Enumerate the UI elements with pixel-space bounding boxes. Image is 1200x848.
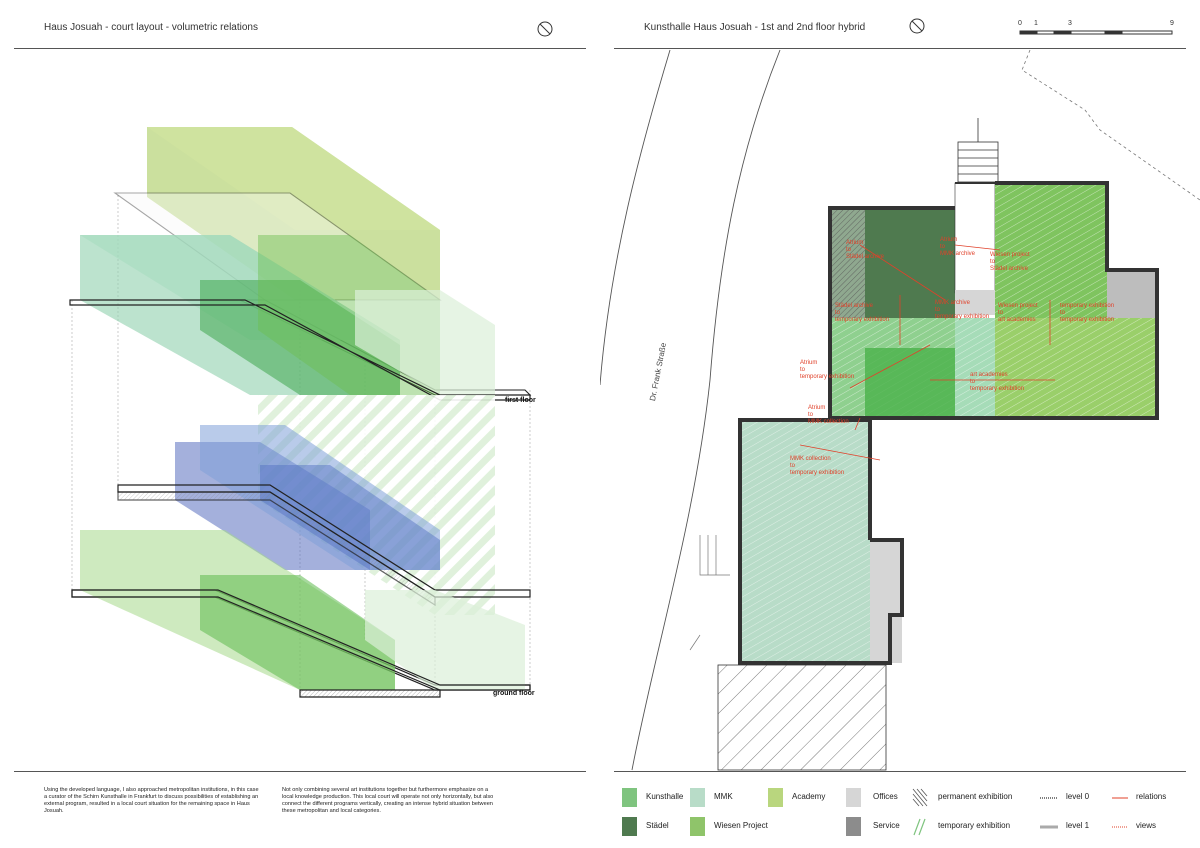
legend-swatch (690, 817, 705, 836)
right-footer-rule (614, 771, 1186, 772)
legend-label: Offices (873, 792, 898, 801)
temporary-hatch-icon (913, 818, 926, 836)
site-boundary (1021, 49, 1200, 201)
room-offices-right (1107, 270, 1157, 320)
offices-volume (355, 290, 495, 395)
legend-label: Academy (792, 792, 826, 801)
legend-label: views (1136, 821, 1157, 830)
scale-label-3: 3 (1068, 20, 1072, 27)
relation-label: Atrium to MMK archive (940, 237, 976, 257)
relation-label: Atrium to Städel archive (846, 240, 885, 260)
floor-plan (600, 18, 1200, 771)
legend-label: permanent exhibition (938, 792, 1013, 801)
north-arrow-icon-left (537, 21, 553, 37)
north-arrow-icon-right (909, 18, 925, 34)
right-title: Kunsthalle Haus Josuah - 1st and 2nd flo… (644, 22, 866, 33)
relation-label: Atrium to temporary exhibition (800, 360, 855, 380)
entrance-stair (689, 535, 730, 651)
scale-bar (1019, 30, 1173, 35)
right-panel: Kunsthalle Haus Josuah - 1st and 2nd flo… (600, 0, 1200, 848)
left-description-2: Not only combining several art instituti… (282, 787, 494, 814)
left-description-1: Using the developed language, I also app… (44, 787, 259, 814)
legend-label: level 0 (1066, 792, 1090, 801)
views-line-icon (1112, 826, 1128, 828)
room-service-small (955, 290, 995, 315)
left-title: Haus Josuah - court layout - volumetric … (44, 22, 258, 33)
first-floor-outline (69, 299, 531, 401)
legend-swatch (622, 817, 637, 836)
legend-swatch (622, 788, 637, 807)
scale-label-1: 1 (1034, 20, 1038, 27)
stair-top (957, 118, 999, 183)
legend-label: level 1 (1066, 821, 1090, 830)
permanent-hatch-icon (912, 788, 928, 807)
relation-label: Wiesen project to art academies (998, 303, 1038, 323)
left-panel: Haus Josuah - court layout - volumetric … (14, 21, 586, 814)
relation-label: art academies to temporary exhibition (970, 372, 1025, 392)
left-header-rule (14, 48, 586, 49)
legend-label: temporary exhibition (938, 821, 1011, 830)
staedel-volumes (175, 425, 440, 570)
ground-floor-label: ground floor (493, 690, 535, 697)
ground-floor-outline (71, 589, 531, 698)
relation-lines (799, 244, 1055, 461)
relations-line-icon (1112, 797, 1128, 799)
relation-label: MMK archive to temporary exhibition (935, 300, 990, 320)
right-header-rule (614, 48, 1186, 49)
legend-swatch (846, 817, 861, 836)
level-0-line-icon (1040, 797, 1058, 799)
legend-label: Kunsthalle (646, 792, 684, 801)
relation-label: temporary exhibition to temporary exhibi… (1060, 303, 1115, 323)
legend-label: Wiesen Project (714, 821, 768, 830)
academy-volume-top (147, 127, 440, 300)
relation-label: MMK collection to temporary exhibition (790, 456, 845, 476)
building-walls (738, 181, 1159, 665)
scale-label-9: 9 (1170, 20, 1174, 27)
legend-label: Service (873, 821, 900, 830)
relation-label: Atrium to MMK collection (808, 405, 849, 425)
relation-label: Wiesen project to Städel archive (990, 252, 1030, 272)
legend-label: Städel (646, 821, 669, 830)
building-rooms (740, 182, 1157, 663)
relation-label: Städel archive to temporary exhibition (835, 303, 890, 323)
room-kunsthalle (865, 348, 955, 418)
legend-swatch (690, 788, 705, 807)
legend-label: MMK (714, 792, 733, 801)
first-floor-label: first floor (505, 397, 536, 404)
legend-label: relations (1136, 792, 1167, 801)
street-lines (600, 49, 781, 771)
volumetric-diagram (69, 21, 553, 698)
level-1-line-icon (1040, 825, 1058, 829)
legend-swatch (768, 788, 783, 807)
legend-swatch (846, 788, 861, 807)
room-offices-lower (870, 540, 902, 663)
scale-label-0: 0 (1018, 20, 1022, 27)
parking-area (717, 664, 887, 771)
left-footer-rule (14, 771, 586, 772)
